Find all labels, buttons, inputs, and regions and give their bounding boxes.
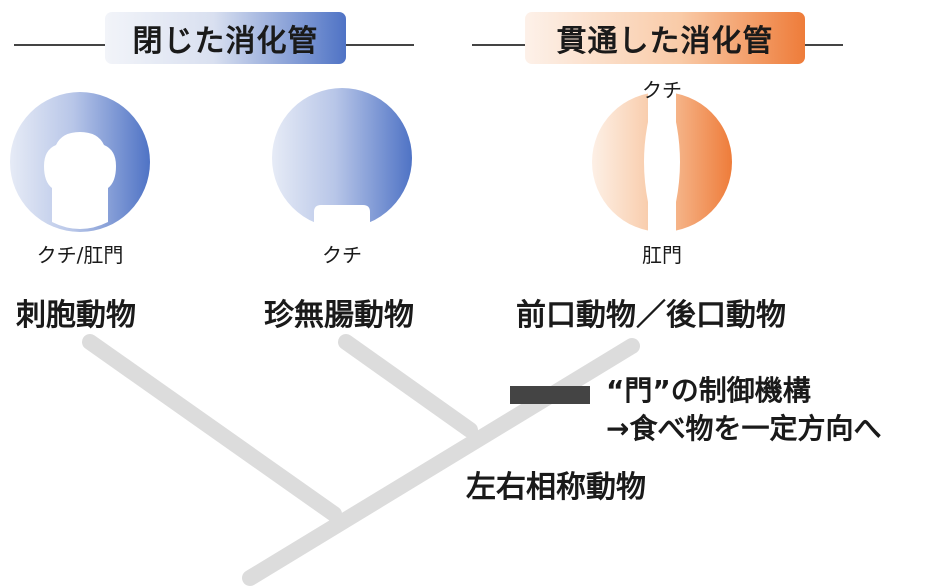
through-gut-mouth-label: クチ xyxy=(642,78,682,102)
cnidaria-opening-label: クチ/肛門 xyxy=(36,243,124,267)
closed-gut-header: 閉じた消化管 xyxy=(105,12,346,64)
annotation-marker xyxy=(510,386,590,404)
taxon-protostome-deuterostome: 前口動物／後口動物 xyxy=(516,298,786,333)
tree-branch-cnidaria xyxy=(82,334,342,522)
annotation-line-1: “門”の制御機構 xyxy=(606,374,811,407)
taxon-acoela: 珍無腸動物 xyxy=(264,298,414,333)
tree-branch-acoela xyxy=(338,334,478,438)
through-gut-illustration xyxy=(592,88,732,236)
through-gut-anus-label: 肛門 xyxy=(642,243,682,267)
taxon-cnidaria: 刺胞動物 xyxy=(16,298,136,333)
closed-header-rule-right xyxy=(346,44,414,46)
through-gut-header-label: 貫通した消化管 xyxy=(556,24,774,59)
closed-header-rule-left xyxy=(14,44,106,46)
taxon-bilateria: 左右相称動物 xyxy=(466,470,646,505)
through-header-rule-right xyxy=(805,44,843,46)
closed-gut-header-label: 閉じた消化管 xyxy=(132,24,319,59)
cnidaria-gut-illustration xyxy=(10,92,150,232)
through-header-rule-left xyxy=(472,44,526,46)
acoela-gut-illustration xyxy=(272,88,412,230)
acoela-opening-label: クチ xyxy=(322,243,362,267)
phylogenetic-tree xyxy=(82,334,640,586)
annotation-text: “門”の制御機構 →食べ物を一定方向へ xyxy=(606,372,881,448)
annotation-line-2: →食べ物を一定方向へ xyxy=(606,412,882,445)
tree-branch-root xyxy=(242,338,640,586)
through-gut-header: 貫通した消化管 xyxy=(525,12,805,64)
